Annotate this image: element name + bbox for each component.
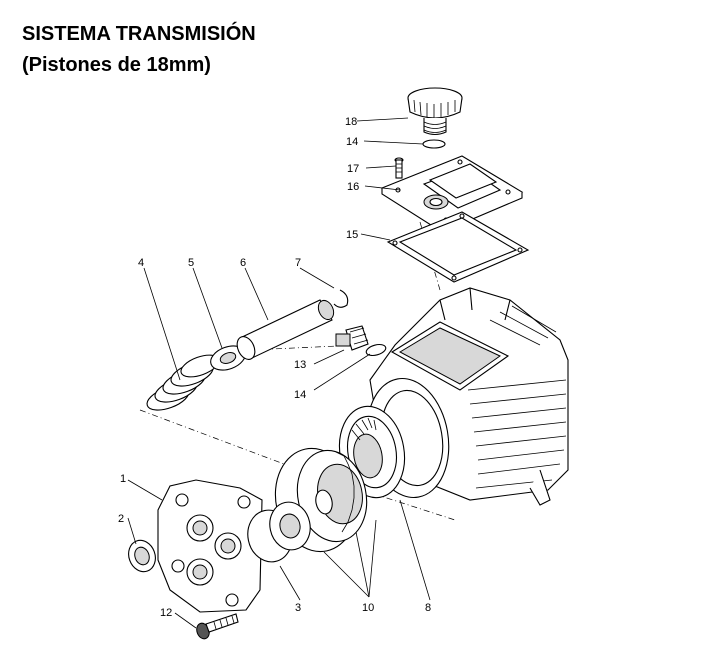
callout-14-top: 14: [346, 136, 358, 148]
callout-18: 18: [345, 116, 357, 128]
callout-6: 6: [240, 257, 246, 269]
callout-8: 8: [425, 602, 431, 614]
callout-3: 3: [295, 602, 301, 614]
spring-washer: [210, 345, 246, 371]
callout-12: 12: [160, 607, 172, 619]
inlet-fitting-nut: [128, 539, 156, 573]
oil-filler-cap: [407, 87, 463, 136]
piston-spring: [146, 354, 220, 411]
callout-4: 4: [138, 257, 144, 269]
callout-1: 1: [120, 473, 126, 485]
o-ring-plug: [365, 343, 387, 357]
callout-2: 2: [118, 513, 124, 525]
callout-13: 13: [294, 359, 306, 371]
diagram-title: SISTEMA TRANSMISIÓN: [22, 23, 256, 45]
cover-gasket: [386, 211, 530, 283]
crankcase-cover: [380, 155, 524, 233]
callout-14-plug: 14: [294, 389, 306, 401]
crankcase-housing: [366, 287, 569, 506]
callout-17: 17: [347, 163, 359, 175]
callout-16: 16: [347, 181, 359, 193]
o-ring-top: [422, 139, 446, 149]
callout-7: 7: [295, 257, 301, 269]
pump-head: [157, 479, 263, 613]
retaining-clip: [333, 289, 349, 308]
leader-lines: [127, 117, 431, 629]
head-bolt: [196, 613, 239, 640]
callout-labels: 18 14 17 16 15 4 5 6 7 13 14 1 2 3 10 8 …: [118, 116, 431, 619]
seal-kit: [247, 501, 311, 563]
drain-plug: [335, 325, 369, 351]
callout-15: 15: [346, 229, 358, 241]
diagram-subtitle: (Pistones de 18mm): [22, 54, 211, 76]
callout-5: 5: [188, 257, 194, 269]
cover-screw: [394, 157, 404, 179]
callout-10: 10: [362, 602, 374, 614]
piston: [236, 299, 335, 360]
